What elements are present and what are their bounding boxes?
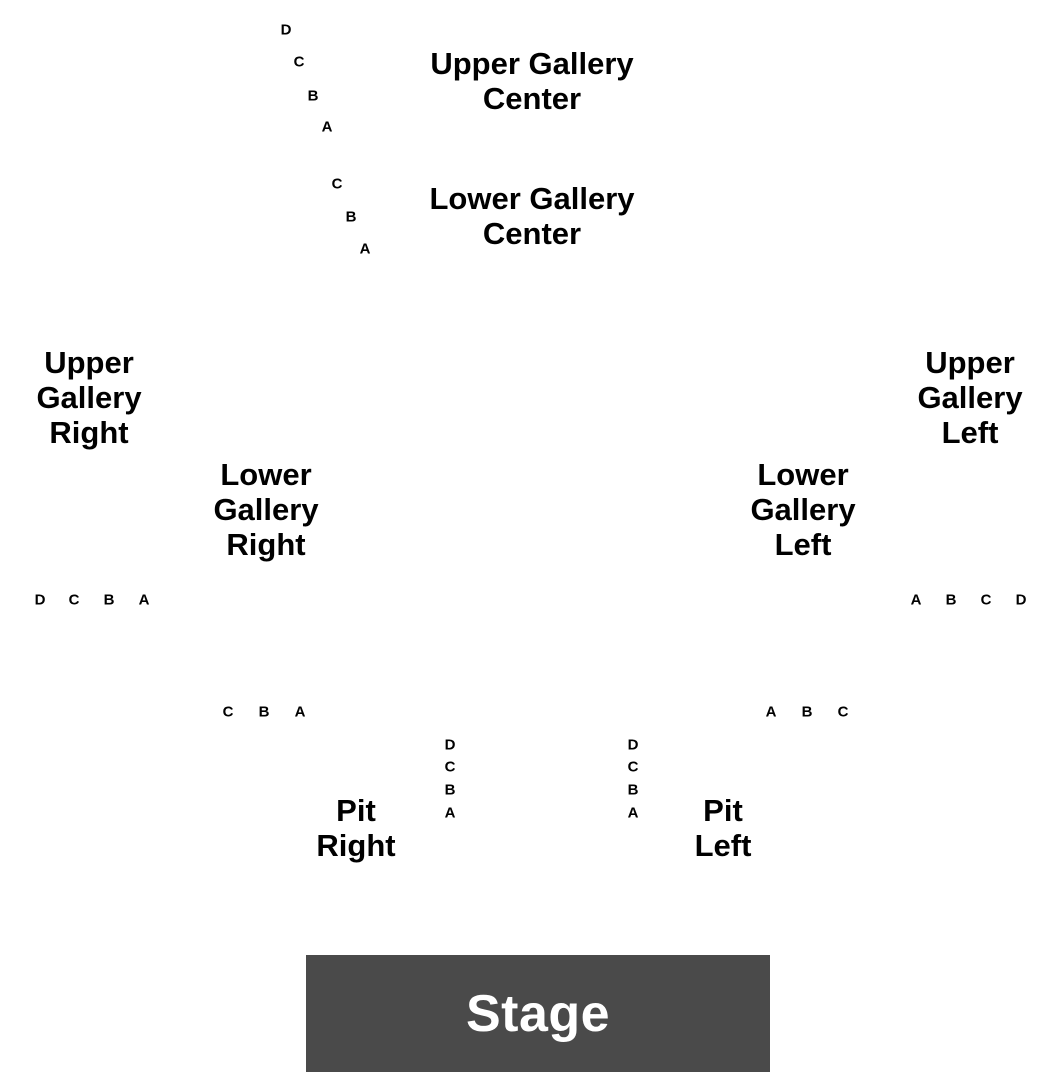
section-label-line: Left [941, 415, 999, 450]
row-label-upper-gallery-right-d: D [34, 591, 46, 609]
row-label-lower-gallery-center-c: C [331, 175, 343, 193]
section-label-line: Right [49, 415, 129, 450]
row-label-lower-gallery-left-a: A [765, 703, 777, 721]
row-label-lower-gallery-center-a: A [359, 240, 371, 258]
row-label-lower-gallery-right-b: B [258, 703, 270, 721]
section-upper-gallery-left[interactable]: Upper Gallery Left [917, 345, 1022, 450]
row-label-pit-right-c: C [444, 758, 456, 776]
section-label-line: Upper [44, 345, 134, 380]
section-label-line: Center [482, 81, 582, 116]
section-label-line: Pit [336, 793, 376, 828]
row-label-upper-gallery-center-b: B [307, 87, 319, 105]
stage: Stage [306, 955, 770, 1072]
section-lower-gallery-center[interactable]: Lower Gallery Center [429, 181, 634, 251]
section-label-line: Gallery [213, 492, 319, 527]
row-label-upper-gallery-center-c: C [293, 53, 305, 71]
row-label-lower-gallery-right-a: A [294, 703, 306, 721]
row-label-upper-gallery-left-a: A [910, 591, 922, 609]
section-label-line: Upper Gallery [430, 46, 634, 81]
section-label-line: Left [774, 527, 832, 562]
row-label-lower-gallery-left-c: C [837, 703, 849, 721]
row-label-lower-gallery-center-b: B [345, 208, 357, 226]
row-label-upper-gallery-center-a: A [321, 118, 333, 136]
section-label-line: Pit [703, 793, 743, 828]
row-label-pit-right-d: D [444, 736, 456, 754]
row-label-upper-gallery-right-c: C [68, 591, 80, 609]
section-pit-left[interactable]: Pit Left [695, 793, 752, 863]
row-label-lower-gallery-right-c: C [222, 703, 234, 721]
section-label-line: Lower Gallery [429, 181, 635, 216]
row-label-pit-right-b: B [444, 781, 456, 799]
row-label-upper-gallery-right-b: B [103, 591, 115, 609]
section-label-line: Lower [220, 457, 312, 492]
row-label-pit-left-a: A [627, 804, 639, 822]
row-label-upper-gallery-center-d: D [280, 21, 292, 39]
section-label-line: Gallery [917, 380, 1023, 415]
section-label-line: Right [226, 527, 306, 562]
row-label-upper-gallery-left-b: B [945, 591, 957, 609]
row-label-upper-gallery-right-a: A [138, 591, 150, 609]
row-label-pit-left-c: C [627, 758, 639, 776]
section-upper-gallery-center[interactable]: Upper Gallery Center [430, 46, 633, 116]
row-label-upper-gallery-left-c: C [980, 591, 992, 609]
row-label-pit-right-a: A [444, 804, 456, 822]
row-label-lower-gallery-left-b: B [801, 703, 813, 721]
section-label-line: Center [482, 216, 582, 251]
section-lower-gallery-right[interactable]: Lower Gallery Right [213, 457, 318, 562]
section-label-line: Right [316, 828, 396, 863]
row-label-pit-left-b: B [627, 781, 639, 799]
row-label-upper-gallery-left-d: D [1015, 591, 1027, 609]
section-label-line: Upper [925, 345, 1015, 380]
row-label-pit-left-d: D [627, 736, 639, 754]
stage-label: Stage [465, 984, 611, 1043]
section-lower-gallery-left[interactable]: Lower Gallery Left [750, 457, 855, 562]
section-label-line: Lower [757, 457, 849, 492]
section-label-line: Left [694, 828, 752, 863]
section-upper-gallery-right[interactable]: Upper Gallery Right [36, 345, 141, 450]
section-label-line: Gallery [750, 492, 856, 527]
section-label-line: Gallery [36, 380, 142, 415]
section-pit-right[interactable]: Pit Right [316, 793, 395, 863]
